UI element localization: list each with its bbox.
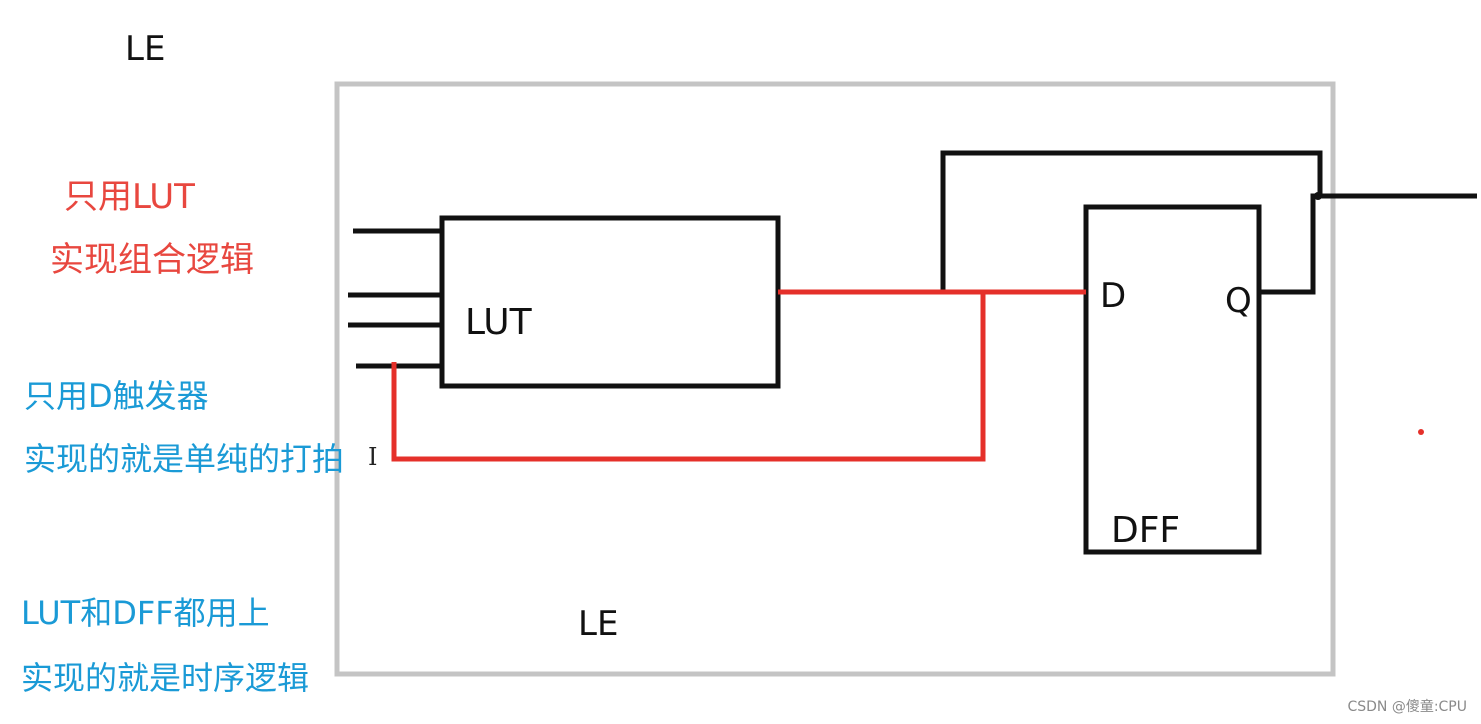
note-both-line2: 实现的就是时序逻辑 — [21, 659, 310, 697]
note-lut-only-line2: 实现组合逻辑 — [50, 240, 254, 280]
d-pin-label: D — [1100, 276, 1127, 316]
junction-dot — [1314, 192, 1322, 200]
bypass-wire — [391, 292, 986, 462]
le-boundary-box — [334, 81, 1336, 677]
lut-block — [439, 215, 781, 389]
dff-block — [1083, 204, 1262, 555]
le-box-label: LE — [578, 604, 619, 644]
red-dot — [1418, 429, 1424, 435]
note-dff-only-line1: 只用D触发器 — [24, 377, 209, 415]
text-cursor-icon: I — [368, 443, 378, 471]
watermark: CSDN @傻童:CPU — [1347, 699, 1467, 715]
le-title: LE — [125, 29, 166, 69]
note-lut-only-line1: 只用LUT — [64, 177, 195, 217]
lut-label: LUT — [465, 302, 532, 343]
dff-label: DFF — [1111, 510, 1181, 551]
q-output-wire — [1259, 193, 1477, 295]
q-pin-label: Q — [1225, 281, 1252, 321]
note-dff-only-line2: 实现的就是单纯的打拍 — [24, 440, 345, 478]
note-both-line1: LUT和DFF都用上 — [21, 594, 270, 632]
